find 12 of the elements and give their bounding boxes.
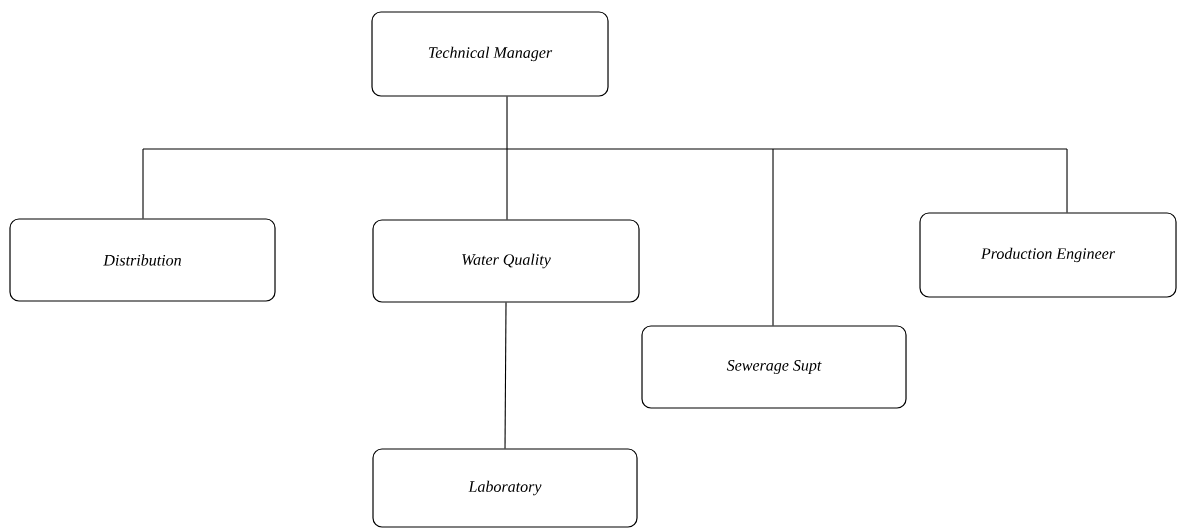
connector-line [506, 148, 508, 220]
org-box: Water Quality [372, 219, 640, 303]
connector-line [1066, 148, 1068, 213]
org-box: Laboratory [372, 448, 638, 528]
connector-line [142, 96, 1068, 150]
connector-line [772, 148, 774, 326]
org-box: Technical Manager [371, 11, 609, 97]
connector-line [142, 148, 144, 219]
org-box: Sewerage Supt [641, 325, 907, 409]
connector-line [504, 302, 507, 449]
org-box: Distribution [9, 218, 276, 302]
org-box: Production Engineer [919, 212, 1177, 298]
